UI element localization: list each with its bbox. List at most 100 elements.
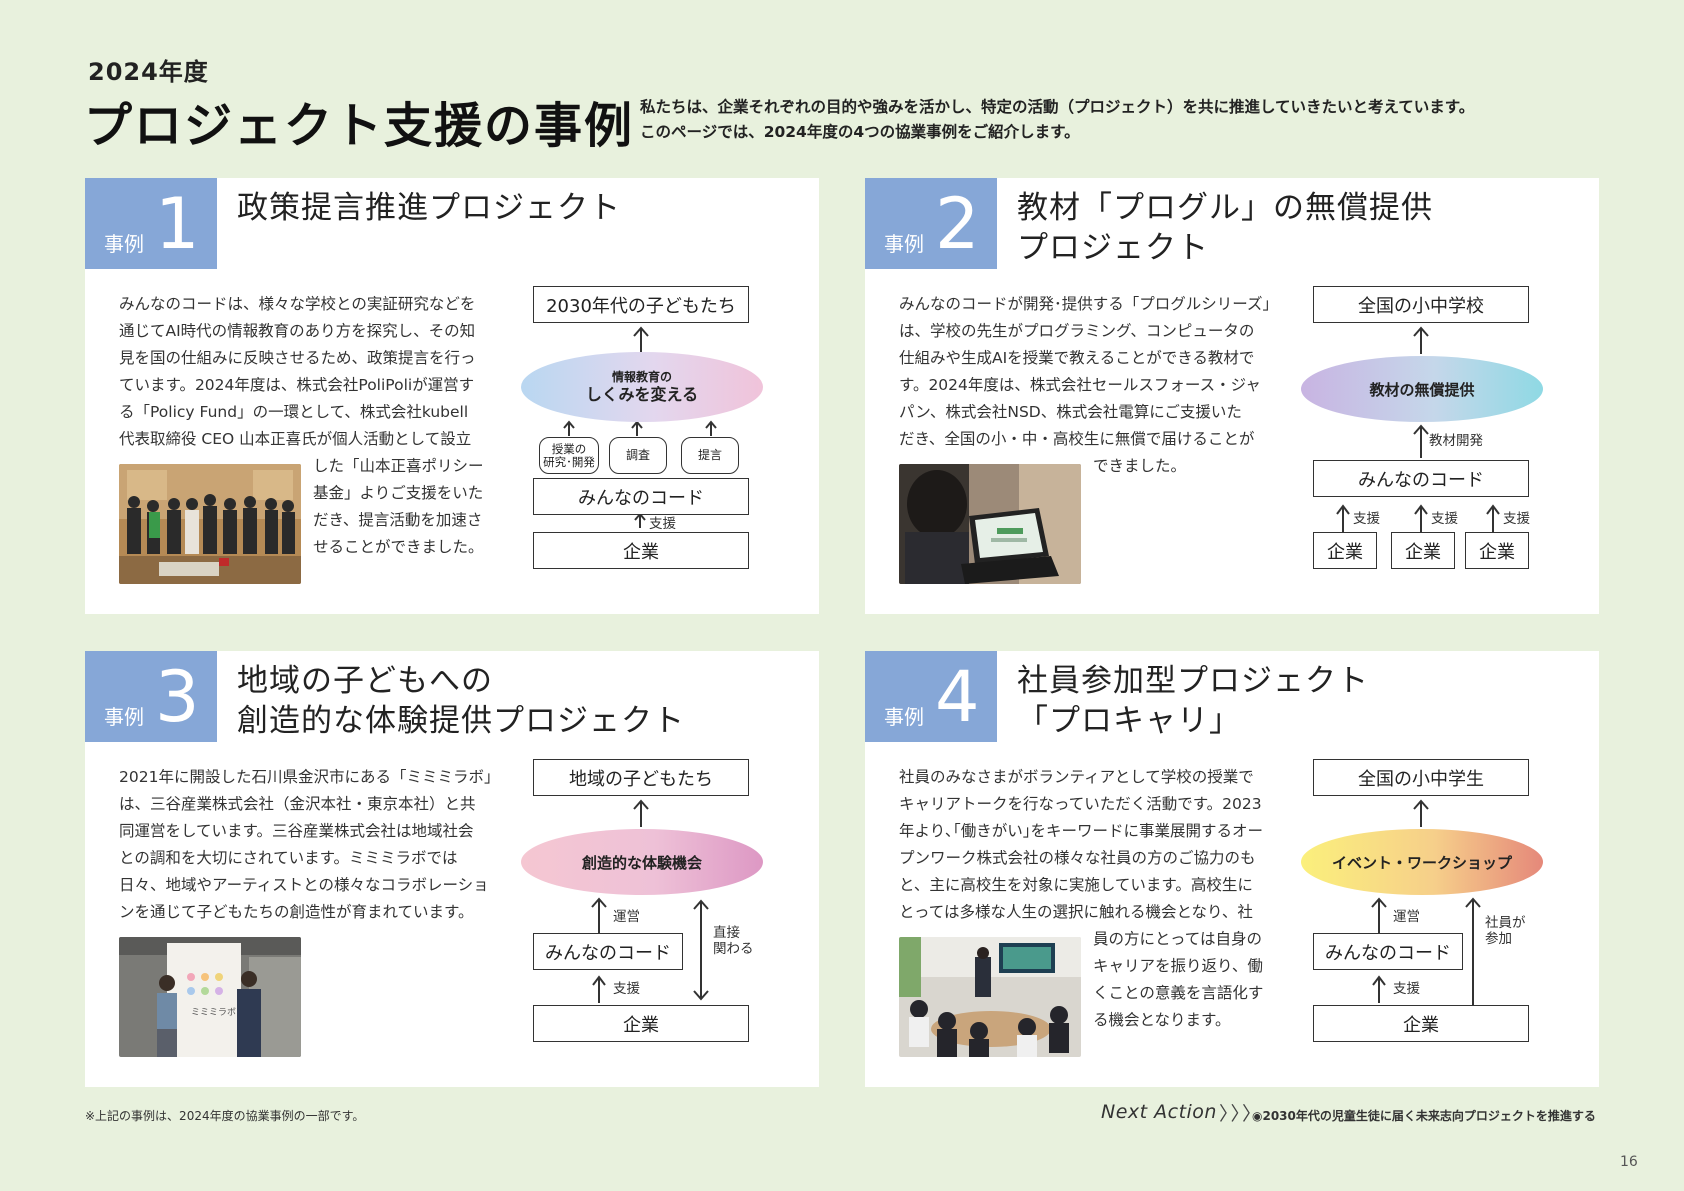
pill-proposal: 提言	[681, 437, 739, 474]
case-title-line: 「プロキャリ」	[1017, 703, 1241, 739]
dev-label: 教材開発	[1429, 433, 1483, 449]
support-label: 支援	[1393, 981, 1420, 997]
body-line: 社員のみなさまがボランティアとして学校の授業で	[899, 768, 1254, 786]
badge-label: 事例	[104, 232, 144, 256]
diagram-middle-box: みんなのコード	[533, 478, 749, 515]
case-body: 社員のみなさまがボランティアとして学校の授業で キャリアトークを行なっていただく…	[899, 764, 1277, 926]
body-line: だき、全国の小・中・高校生に無償で届けることが	[899, 430, 1255, 448]
case-body: 2021年に開設した石川県金沢市にある「ミミミラボ」 は、三谷産業株式会社（金沢…	[119, 764, 500, 926]
body-line: 基金」よりご支援をいた	[313, 484, 484, 502]
case-badge: 事例 3	[85, 651, 217, 742]
body-line: キャリアを振り返り、働	[1093, 957, 1263, 975]
diagram-arrows	[1371, 799, 1481, 1005]
body-line: した「山本正喜ポリシー	[313, 457, 484, 475]
diagram-middle-box: みんなのコード	[533, 933, 683, 970]
case-title-line: 社員参加型プロジェクト	[1017, 663, 1369, 699]
company-box: 企業	[1465, 532, 1529, 569]
case-title: 地域の子どもへの 創造的な体験提供プロジェクト	[237, 661, 685, 741]
body-line: プンワーク株式会社の様々な社員の方のご協力のも	[899, 849, 1256, 867]
diagram-arrows	[1336, 326, 1500, 534]
body-line: せることができました。	[313, 538, 484, 556]
photo-tablet	[899, 464, 1081, 584]
body-line: は、学校の先生がプログラミング、コンピュータの	[899, 322, 1255, 340]
case-badge: 事例 4	[865, 651, 997, 742]
pill-research: 授業の 研究･開発	[539, 437, 599, 474]
body-line: と、主に高校生を対象に実施しています。高校生に	[899, 876, 1253, 894]
year-label: 2024年度	[88, 58, 209, 86]
photo-classroom	[899, 937, 1081, 1057]
badge-number: 4	[935, 656, 980, 738]
case-title: 社員参加型プロジェクト 「プロキャリ」	[1017, 661, 1369, 741]
body-line: との調和を大切にされています。ミミミラボでは	[119, 849, 458, 867]
body-line: 同運営をしています。三谷産業株式会社は地域社会	[119, 822, 474, 840]
operate-label: 運営	[613, 909, 640, 925]
diagram-1: 2030年代の子どもたち 情報教育の しくみを変える 授業の 研究･開発 調査 …	[521, 286, 785, 586]
case-title: 教材「プログル」の無償提供 プロジェクト	[1017, 188, 1433, 268]
page-number: 16	[1620, 1154, 1638, 1170]
case-title-line: プロジェクト	[1017, 230, 1209, 266]
diagram-ellipse: 教材の無償提供	[1301, 356, 1543, 422]
diagram-bottom-box: 企業	[533, 532, 749, 569]
support-label: 支援	[1353, 511, 1380, 527]
body-line: 見を国の仕組みに反映させるため、政策提言を行っ	[119, 349, 476, 367]
body-line: 通じてAI時代の情報教育のあり方を探究し、その知	[119, 322, 476, 340]
next-arrows-icon: 〉〉〉	[1219, 1103, 1264, 1125]
case-title-line: 教材「プログル」の無償提供	[1017, 190, 1433, 226]
footnote: ※上記の事例は、2024年度の協業事例の一部です。	[85, 1109, 365, 1123]
body-line: る機会となります。	[1093, 1011, 1231, 1029]
company-box: 企業	[1391, 532, 1455, 569]
body-line: みんなのコードが開発･提供する「プログルシリーズ」	[899, 295, 1278, 313]
operate-label: 運営	[1393, 909, 1420, 925]
ellipse-big-text: しくみを変える	[585, 385, 699, 404]
body-line: 年より､｢働きがい｣をキーワードに事業展開するオー	[899, 822, 1263, 840]
diagram-4: 全国の小中学生 イベント・ワークショップ 運営 社員が 参加 みんなのコード 支…	[1301, 759, 1565, 1059]
case-body: みんなのコードが開発･提供する「プログルシリーズ」 は、学校の先生がプログラミン…	[899, 291, 1278, 453]
body-line: 2021年に開設した石川県金沢市にある「ミミミラボ」	[119, 768, 500, 786]
support-label: 支援	[1503, 511, 1530, 527]
support-label: 支援	[1431, 511, 1458, 527]
case-title-line: 政策提言推進プロジェクト	[237, 190, 621, 226]
body-line: みんなのコードは、様々な学校との実証研究などを	[119, 295, 476, 313]
pill-survey: 調査	[609, 437, 667, 474]
diagram-top-box: 全国の小中学校	[1313, 286, 1529, 323]
ellipse-text: 教材の無償提供	[1369, 380, 1475, 399]
support-label: 支援	[613, 981, 640, 997]
body-line: パン、株式会社NSD、株式会社電算にご支援いた	[899, 403, 1242, 421]
intro-text: 私たちは、企業それぞれの目的や強みを活かし、特定の活動（プロジェクト）を共に推進…	[640, 95, 1474, 145]
body-line: ンを通じて子どもたちの創造性が育まれています。	[119, 903, 474, 921]
case-body-wrap: できました。	[1093, 453, 1283, 480]
next-action-label: Next Action	[1101, 1101, 1217, 1123]
photo-mimimilab: ミミミラボ	[119, 937, 301, 1057]
badge-label: 事例	[104, 705, 144, 729]
case-body-wrap: 員の方にとっては自身の キャリアを振り返り、働 くことの意義を言語化す る機会と…	[1093, 926, 1283, 1034]
photo-sign-text: ミミミラボ	[191, 1007, 236, 1018]
page-title: プロジェクト支援の事例	[84, 98, 635, 154]
badge-number: 2	[935, 183, 980, 265]
case-badge: 事例 1	[85, 178, 217, 269]
body-line: できました。	[1093, 457, 1187, 475]
case-card-1: 事例 1 政策提言推進プロジェクト みんなのコードは、様々な学校との実証研究など…	[85, 178, 819, 614]
badge-number: 1	[155, 183, 200, 265]
case-title: 政策提言推進プロジェクト	[237, 188, 621, 228]
ellipse-text: 創造的な体験機会	[581, 853, 702, 872]
diagram-2: 全国の小中学校 教材の無償提供 教材開発 みんなのコード 支援 支援 支援 企業…	[1301, 286, 1565, 586]
badge-label: 事例	[884, 705, 924, 729]
body-line: す。2024年度は、株式会社セールスフォース・ジャ	[899, 376, 1261, 394]
body-line: 代表取締役 CEO 山本正喜氏が個人活動として設立	[119, 430, 472, 448]
body-line: 仕組みや生成AIを授業で教えることができる教材で	[899, 349, 1255, 367]
intro-line: このページでは、2024年度の4つの協業事例をご紹介します。	[640, 123, 1080, 141]
direct-label: 直接 関わる	[713, 925, 754, 957]
company-box: 企業	[1313, 532, 1377, 569]
body-line: る「Policy Fund」の一環として、株式会社kubell	[119, 403, 469, 421]
diagram-ellipse: 情報教育の しくみを変える	[521, 352, 763, 422]
diagram-top-box: 2030年代の子どもたち	[533, 286, 749, 323]
diagram-ellipse: 創造的な体験機会	[521, 829, 763, 895]
body-line: とっては多様な人生の選択に触れる機会となり、社	[899, 903, 1253, 921]
diagram-bottom-box: 企業	[533, 1005, 749, 1042]
badge-number: 3	[155, 656, 200, 738]
next-action-text: ◉2030年代の児童生徒に届く未来志向プロジェクトを推進する	[1252, 1109, 1596, 1123]
case-card-2: 事例 2 教材「プログル」の無償提供 プロジェクト みんなのコードが開発･提供す…	[865, 178, 1599, 614]
diagram-ellipse: イベント・ワークショップ	[1301, 829, 1543, 895]
ellipse-small-text: 情報教育の	[611, 370, 672, 384]
photo-group	[119, 464, 301, 584]
